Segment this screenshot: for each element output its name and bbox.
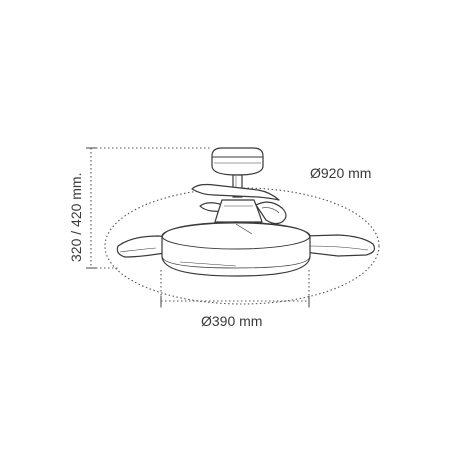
body-diameter-label: Ø390 mm [201,313,262,329]
height-dimension-line [86,147,212,269]
ceiling-canopy [211,147,264,176]
blade-span-ellipse [104,187,380,305]
ceiling-fan-drawing [116,147,376,277]
light-body [161,221,311,277]
motor-housing [214,199,263,223]
span-diameter-label: Ø920 mm [310,165,371,181]
right-blade [303,234,376,257]
body-diameter-dimension-line [160,270,310,310]
right-side-blade [255,201,287,225]
height-dimension-label: 320 / 420 mm. [68,173,84,263]
